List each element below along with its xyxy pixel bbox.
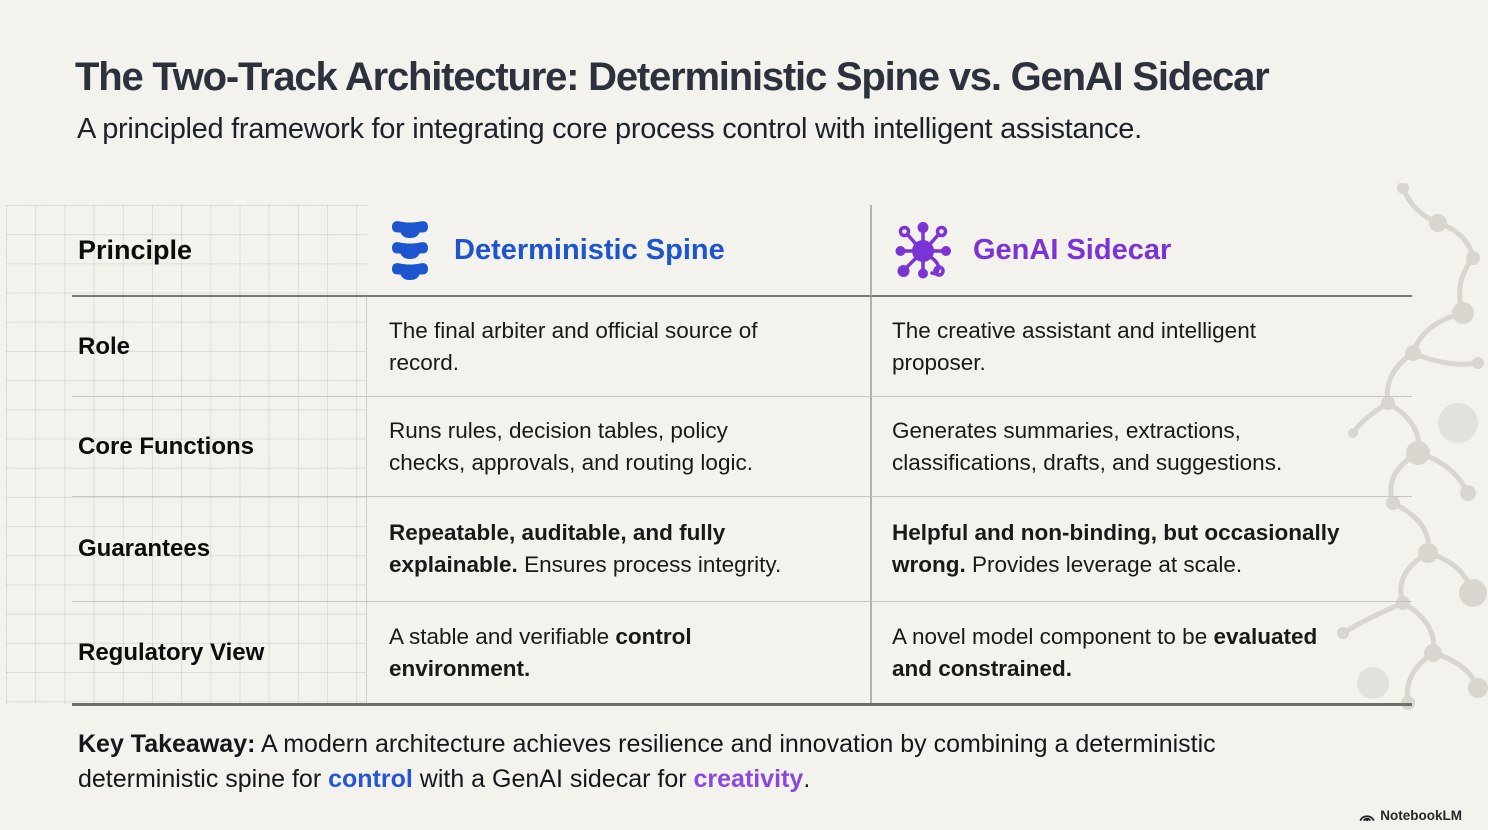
- key-takeaway: Key Takeaway: A modern architecture achi…: [78, 730, 1216, 793]
- row-label-guarantees: Guarantees: [72, 497, 366, 602]
- cell-role-spine: The final arbiter and official source of…: [366, 297, 870, 397]
- page-subtitle: A principled framework for integrating c…: [77, 113, 1142, 145]
- deterministic-spine-label: Deterministic Spine: [454, 233, 725, 266]
- notebooklm-watermark: NotebookLM: [1359, 808, 1462, 823]
- notebooklm-logo-icon: [1359, 815, 1375, 822]
- row-label-regulatory-view: Regulatory View: [78, 638, 265, 666]
- column-header-principle: Principle: [72, 205, 366, 297]
- page-title: The Two-Track Architecture: Deterministi…: [75, 55, 1270, 99]
- cell-core-functions-sidecar: Generates summaries, extractions,classif…: [870, 397, 1412, 497]
- row-label-core-functions: Core Functions: [72, 397, 366, 497]
- network-hub-icon: [895, 222, 951, 279]
- row-label-role: Role: [72, 297, 366, 397]
- column-header-deterministic-spine: Deterministic Spine: [366, 205, 870, 297]
- comparison-table: Principle Deterministic Spine: [72, 205, 1412, 706]
- cell-guarantees-sidecar: Helpful and non-binding, but occasionall…: [870, 497, 1412, 602]
- column-header-genai-sidecar: GenAI Sidecar: [870, 205, 1412, 297]
- grid-pattern-decoration: [6, 205, 367, 704]
- spine-icon: [392, 221, 428, 280]
- principle-label: Principle: [78, 234, 193, 265]
- genai-sidecar-label: GenAI Sidecar: [973, 233, 1172, 266]
- notebooklm-label: NotebookLM: [1380, 808, 1462, 823]
